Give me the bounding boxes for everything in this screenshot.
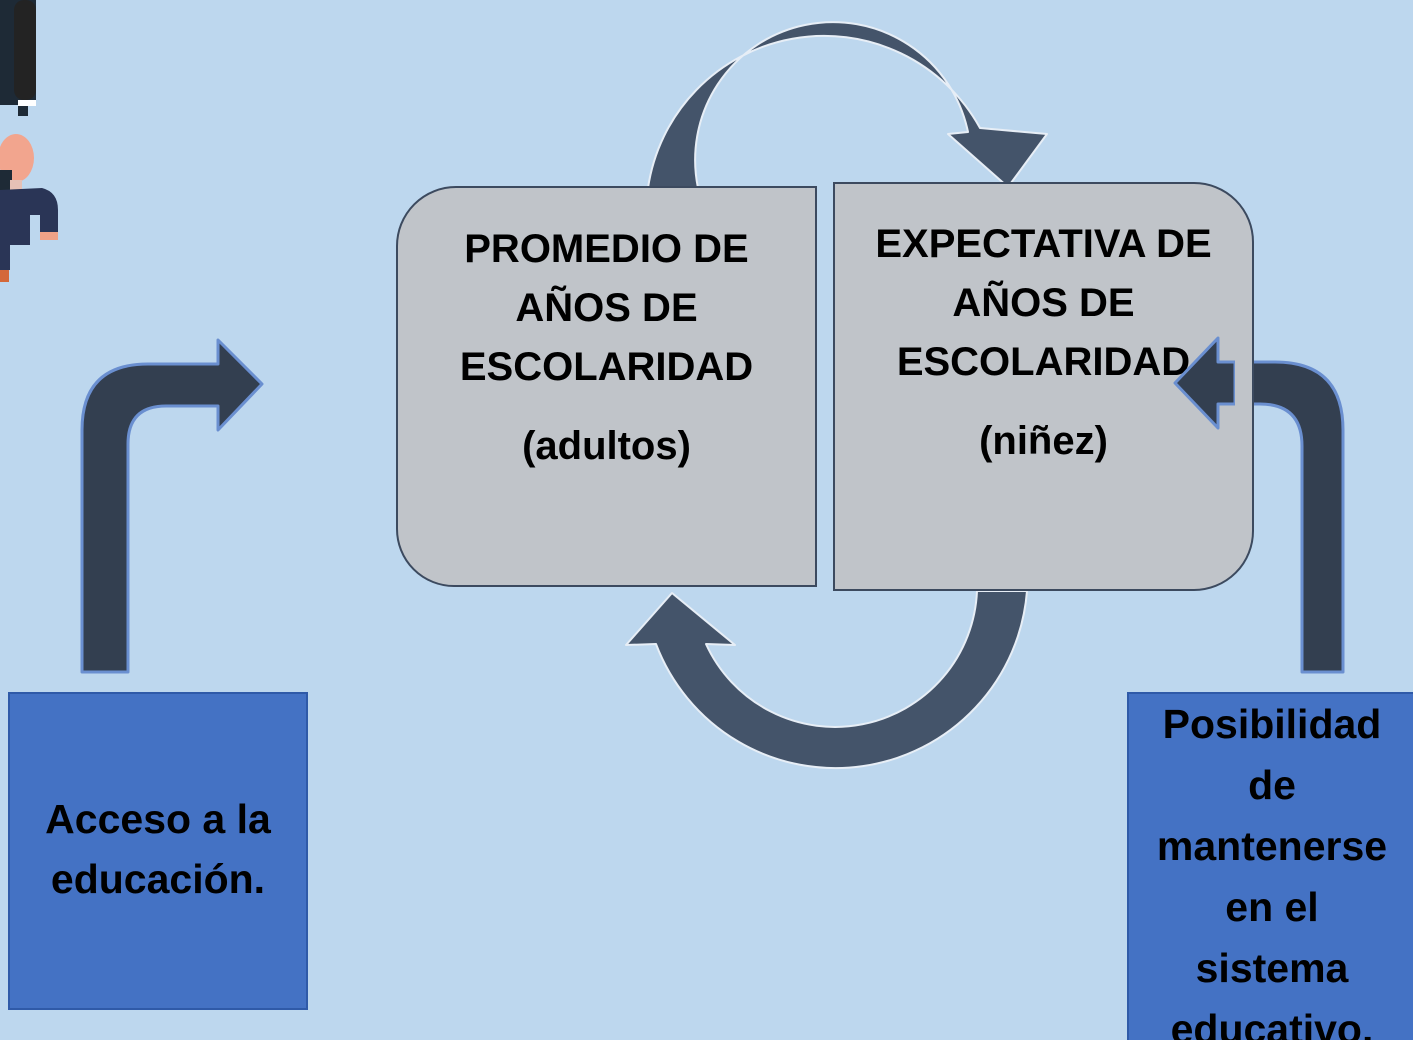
- box-access-text: Acceso a la educación.: [45, 795, 271, 902]
- cycle-arrow-top-icon: [647, 21, 1048, 189]
- card-expected-schooling-children: EXPECTATIVA DE AÑOS DE ESCOLARIDAD (niñe…: [833, 182, 1254, 591]
- card-adults-subtitle: (adultos): [522, 424, 691, 468]
- bent-arrow-left-icon: [80, 338, 264, 674]
- person-figure-icon: [0, 0, 58, 282]
- box-stay-in-school: Posibilidad de mantenerse en el sistema …: [1127, 692, 1413, 1040]
- card-children-title: EXPECTATIVA DE AÑOS DE ESCOLARIDAD: [875, 222, 1212, 384]
- card-children-subtitle: (niñez): [979, 419, 1108, 463]
- box-education-access: Acceso a la educación.: [8, 692, 308, 1010]
- box-keep-text: Posibilidad de mantenerse en el sistema …: [1156, 701, 1388, 1040]
- card-adults-title: PROMEDIO DE AÑOS DE ESCOLARIDAD: [459, 227, 754, 389]
- card-average-schooling-adults: PROMEDIO DE AÑOS DE ESCOLARIDAD (adultos…: [396, 186, 817, 587]
- cycle-arrow-bottom-icon: [625, 590, 1028, 770]
- bent-arrow-right-head-icon: [1173, 336, 1235, 430]
